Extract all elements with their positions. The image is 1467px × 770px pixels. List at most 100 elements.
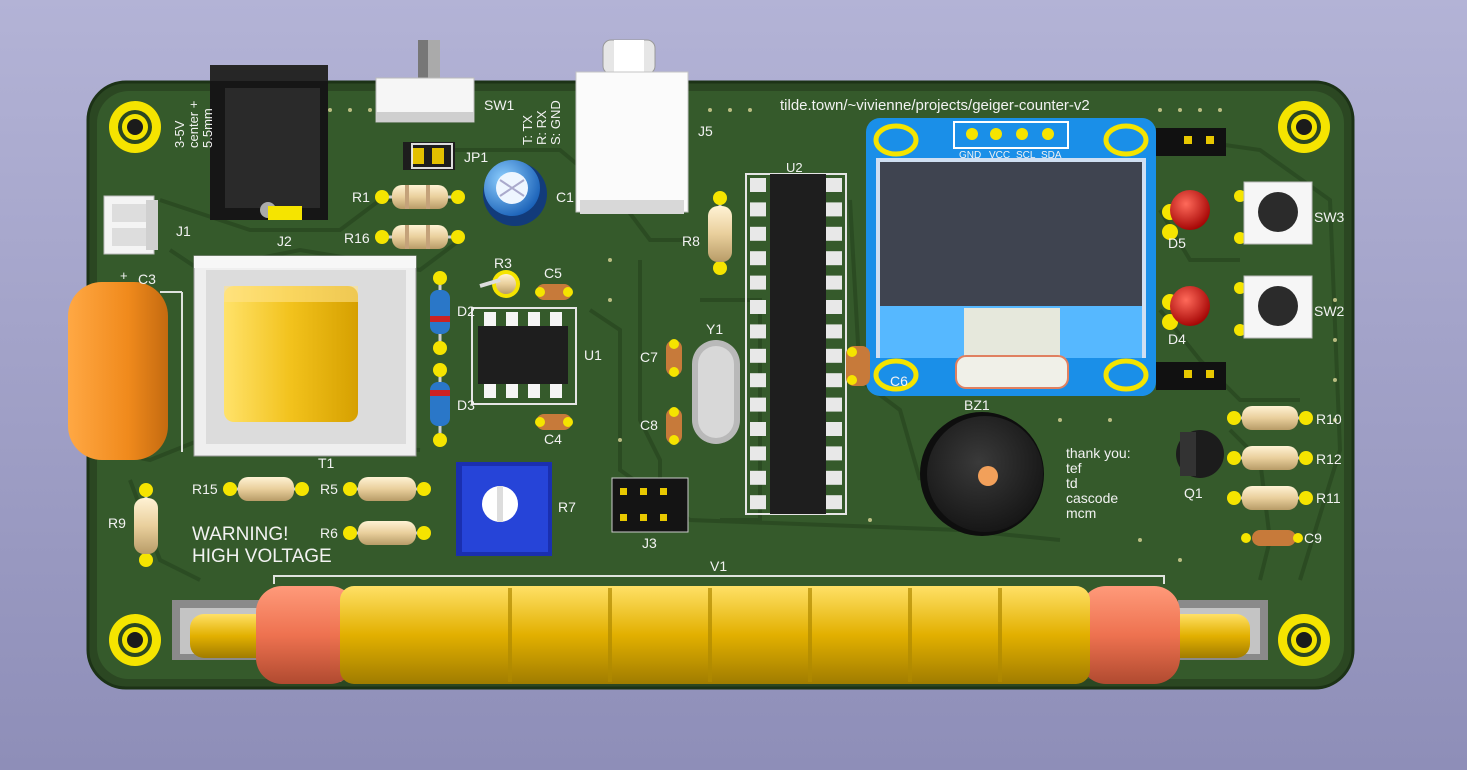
ref-c7: C7	[640, 349, 658, 365]
header-top-right	[1156, 128, 1226, 156]
ref-r9: R9	[108, 515, 126, 531]
ic-pin	[750, 275, 766, 290]
connector-j1	[103, 195, 158, 255]
ic-pin	[826, 470, 842, 485]
ref-u2: U2	[786, 160, 803, 175]
ref-r7: R7	[558, 499, 576, 515]
dc-jack-j2	[210, 65, 328, 220]
ref-sw3: SW3	[1314, 209, 1345, 225]
ref-r12: R12	[1316, 451, 1342, 467]
ic-pin	[750, 495, 766, 510]
ic-pin	[750, 251, 766, 266]
thanks-5: mcm	[1066, 505, 1096, 521]
ref-j2: J2	[277, 233, 292, 249]
ic-pin	[826, 300, 842, 314]
mounting-hole-bottom-right	[1278, 614, 1330, 666]
slide-switch-sw1	[375, 40, 475, 123]
resistor-r8	[708, 191, 732, 275]
ref-v1: V1	[710, 558, 727, 574]
board-url: tilde.town/~vivienne/projects/geiger-cou…	[780, 97, 1090, 114]
ic-pin	[750, 422, 766, 436]
ref-jp1: JP1	[464, 149, 488, 165]
ref-r6: R6	[320, 525, 338, 541]
ic-pin	[826, 178, 842, 192]
ic-pin	[750, 324, 766, 339]
ic-pin	[750, 202, 766, 217]
silkscreen-labels: tilde.town/~vivienne/projects/geiger-cou…	[108, 97, 1345, 574]
ic-pin	[826, 202, 842, 217]
ref-c5: C5	[544, 265, 562, 281]
serial-note-2: R: RX	[534, 110, 549, 145]
ref-bz1: BZ1	[964, 397, 990, 413]
ref-j5: J5	[698, 123, 713, 139]
ic-pin	[750, 397, 766, 412]
ref-sw2: SW2	[1314, 303, 1345, 319]
ic-pin	[750, 446, 766, 461]
resistor-r9	[134, 483, 158, 567]
power-note-2: center +	[186, 101, 201, 148]
ref-j1: J1	[176, 223, 191, 239]
ref-c3: C3	[138, 271, 156, 287]
mounting-hole-bottom-left	[109, 614, 161, 666]
ref-d5: D5	[1168, 235, 1186, 251]
ref-r11: R11	[1316, 490, 1341, 506]
ic-pin	[826, 226, 842, 241]
capacitor-c8	[666, 407, 682, 445]
led-d5	[1162, 190, 1210, 240]
capacitor-c6	[846, 346, 870, 386]
ic-u1	[471, 307, 577, 405]
oled-pin-gnd: GND	[959, 150, 981, 161]
ic-pin	[826, 348, 842, 363]
crystal-y1	[692, 340, 740, 444]
ref-r5: R5	[320, 481, 338, 497]
mounting-hole-top-right	[1278, 101, 1330, 153]
capacitor-c9	[1241, 530, 1303, 546]
led-d4	[1162, 286, 1210, 330]
thanks-2: tef	[1066, 460, 1082, 476]
power-note-3: 5.5mm	[200, 108, 215, 148]
resistor-r10	[1227, 406, 1313, 430]
capacitor-c7	[666, 339, 682, 377]
diode-d2	[430, 271, 450, 355]
resistor-r16	[375, 225, 465, 249]
ic-pin	[750, 300, 766, 314]
serial-note-1: T: TX	[520, 115, 535, 145]
mounting-hole-top-left	[109, 101, 161, 153]
oled-pin-vcc: VCC	[989, 150, 1010, 161]
diode-d3	[430, 363, 450, 447]
ic-u2	[745, 173, 847, 515]
geiger-tube-v1	[172, 586, 1268, 684]
oled-pin-scl: SCL	[1016, 150, 1036, 161]
ic-pin	[750, 373, 766, 388]
thanks-1: thank you:	[1066, 445, 1131, 461]
warning-line-2: HIGH VOLTAGE	[192, 546, 332, 567]
ic-pin	[750, 470, 766, 485]
resistor-r11	[1227, 486, 1313, 510]
warning-line-1: WARNING!	[192, 524, 288, 545]
oled-module	[866, 118, 1156, 396]
ref-d2: D2	[457, 303, 475, 319]
ic-pin	[750, 178, 766, 192]
trimpot-r7	[456, 462, 552, 556]
button-sw3	[1234, 181, 1313, 245]
ref-j3: J3	[642, 535, 657, 551]
ref-d3: D3	[457, 397, 475, 413]
resistor-r6	[343, 521, 431, 545]
transformer-t1	[193, 255, 417, 457]
ic-pin	[826, 397, 842, 412]
buzzer-bz1	[920, 412, 1044, 536]
ic-pin	[826, 275, 842, 290]
ic-pin	[750, 226, 766, 241]
capacitor-c4	[535, 414, 573, 430]
thanks-4: cascode	[1066, 490, 1118, 506]
ref-c8: C8	[640, 417, 658, 433]
ref-r3: R3	[494, 255, 512, 271]
capacitor-c1	[483, 160, 547, 226]
ref-q1: Q1	[1184, 485, 1203, 501]
ic-pin	[826, 324, 842, 339]
thanks-3: td	[1066, 475, 1078, 491]
resistor-r5	[343, 477, 431, 501]
ic-pin	[826, 422, 842, 436]
resistor-r15	[223, 477, 309, 501]
